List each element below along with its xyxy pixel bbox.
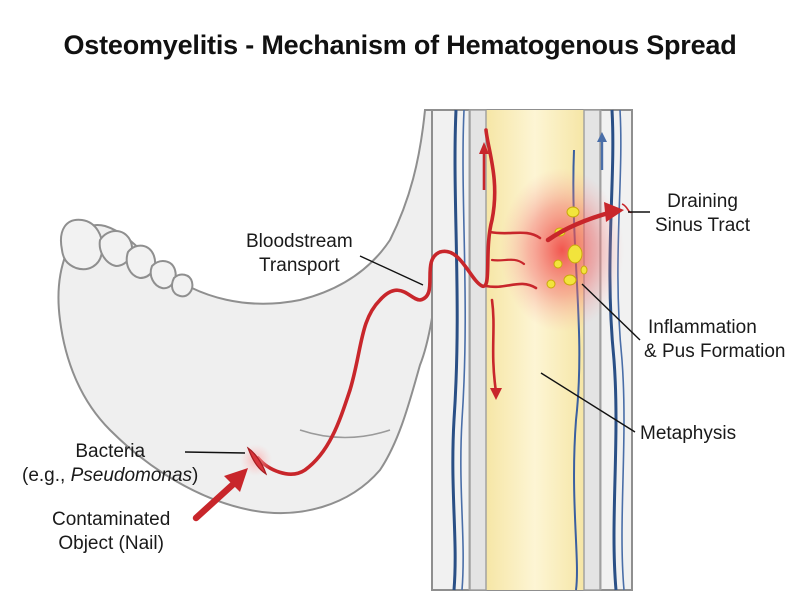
label-metaphysis-line1: Metaphysis (640, 423, 737, 444)
label-contaminated-line1: Contaminated (52, 509, 171, 530)
label-contaminated-object: Contaminated Object (Nail) (52, 508, 170, 556)
label-bacteria-example: Pseudomonas (70, 465, 193, 486)
label-bacteria: Bacteria (e.g., Pseudomonas) (22, 440, 198, 488)
artery-branch-3 (490, 258, 526, 266)
label-metaphysis: Metaphysis (640, 422, 736, 446)
nail-arrowhead (224, 468, 248, 492)
label-bacteria-prefix: (e.g., (22, 465, 71, 486)
label-bacteria-line2: (e.g., Pseudomonas) (22, 464, 198, 488)
label-bacteria-line1: Bacteria (75, 441, 146, 462)
artery-branch-1 (488, 230, 542, 240)
venous-return-arrowhead (597, 132, 607, 142)
artery-descending (490, 298, 498, 394)
leader-inflammation (581, 283, 641, 341)
cortical-bone-left (469, 109, 487, 591)
wound (246, 446, 268, 476)
artery-up-arrowhead (479, 142, 489, 154)
label-draining-sinus-tract: Draining Sinus Tract (655, 190, 750, 238)
vein-right (608, 109, 618, 591)
leader-metaphysis (540, 372, 636, 433)
leader-bloodstream (359, 255, 424, 286)
vein-right-2 (617, 109, 625, 591)
pus-blobs (546, 206, 588, 289)
toe-5 (171, 273, 194, 298)
label-inflammation-line1: Inflammation (648, 317, 757, 338)
vein-left (451, 109, 459, 591)
label-inflammation-pus: Inflammation & Pus Formation (644, 316, 786, 364)
inflammation-glow (500, 168, 624, 332)
draining-sinus-arrowhead (604, 202, 624, 222)
label-bacteria-suffix: ) (192, 465, 199, 486)
diagram-title: Osteomyelitis - Mechanism of Hematogenou… (63, 30, 737, 60)
toe-big (60, 218, 104, 271)
artery-branch-2 (484, 282, 538, 290)
label-bloodstream-line2: Transport (259, 255, 340, 276)
label-draining-line2: Sinus Tract (655, 215, 751, 236)
label-draining-line1: Draining (667, 191, 738, 212)
label-bloodstream-line1: Bloodstream (246, 231, 353, 252)
artery-down-arrowhead (490, 388, 502, 400)
artery-path (256, 128, 497, 476)
ankle-crease (299, 429, 391, 439)
leader-bacteria (184, 451, 246, 454)
foot-silhouette (57, 109, 457, 514)
label-bloodstream-transport: Bloodstream Transport (246, 230, 353, 278)
label-contaminated-line2: Object (Nail) (58, 533, 164, 554)
label-inflammation-line2: & Pus Formation (644, 341, 786, 362)
vein-left-2 (460, 109, 466, 591)
